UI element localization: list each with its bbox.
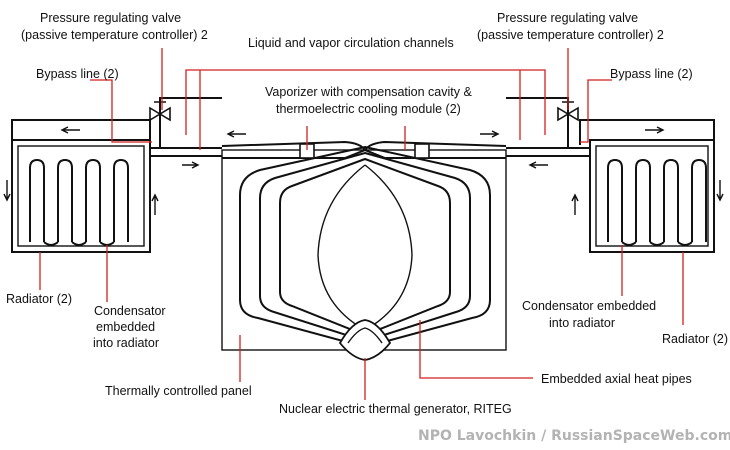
bypass-left-loop (11, 119, 151, 145)
valve-left (149, 101, 171, 122)
label-valve-left-line1: Pressure regulating valve (40, 11, 181, 25)
radiator-left-outer-frame (11, 139, 151, 253)
label-condensator-left-line3: into radiator (93, 336, 159, 350)
label-condensator-left-line2: embedded (96, 320, 155, 334)
riteg (338, 319, 392, 361)
leader-channels (185, 69, 546, 135)
arrow-right-up (571, 193, 579, 215)
arrow-bypass-right (645, 126, 665, 134)
label-channels: Liquid and vapor circulation channels (248, 36, 454, 50)
arrow-pipe-right-in (528, 161, 548, 169)
arrow-left-down (3, 180, 11, 202)
label-valve-right-line1: Pressure regulating valve (497, 11, 638, 25)
arrow-left-up (151, 193, 159, 215)
label-bypass-right: Bypass line (2) (610, 67, 693, 81)
credit-text: NPO Lavochkin / RussianSpaceWeb.com (418, 428, 730, 444)
label-valve-right-line2: (passive temperature controller) 2 (477, 28, 664, 42)
label-radiator-left: Radiator (2) (6, 292, 72, 306)
circulation-pipes-right (480, 97, 715, 169)
label-panel: Thermally controlled panel (105, 384, 252, 398)
label-radiator-right: Radiator (2) (662, 332, 728, 346)
heat-pipe-inner (279, 157, 451, 337)
label-bypass-left: Bypass line (2) (36, 67, 119, 81)
riteg-inner (347, 327, 383, 344)
label-riteg: Nuclear electric thermal generator, RITE… (279, 402, 512, 416)
embedded-axial-heat-pipes (239, 145, 491, 349)
arrow-pipe-right-out (480, 130, 500, 138)
vaporizer-right-module (414, 143, 430, 159)
valve-right-riser (506, 97, 569, 148)
heat-pipe-core-right (364, 164, 413, 331)
condensator-left-serpentine (29, 158, 129, 246)
radiator-right-inner-frame (595, 145, 709, 247)
label-condensator-right-line2: into radiator (549, 316, 615, 330)
label-vaporizer-line2: thermoelectric cooling module (2) (276, 102, 461, 116)
labels: Pressure regulating valve (passive tempe… (6, 11, 730, 444)
arrow-right-down (716, 180, 724, 202)
heat-pipe-core-left (317, 164, 366, 331)
circulation-pipes-left (11, 97, 246, 169)
label-vaporizer-line1: Vaporizer with compensation cavity & (265, 85, 472, 99)
arrow-bypass-left (60, 126, 80, 134)
leader-heat-pipes (419, 320, 533, 379)
label-condensator-right-line1: Condensator embedded (522, 299, 656, 313)
label-condensator-left-line1: Condensator (94, 304, 166, 318)
radiator-left-inner-frame (17, 145, 145, 247)
arrow-pipe-left-in (182, 161, 200, 169)
radiator-right (571, 139, 724, 253)
riteg-body (338, 319, 392, 361)
condensator-right-serpentine (607, 158, 707, 246)
radiator-left (3, 139, 159, 253)
valve-left-stem (154, 101, 166, 114)
leader-bypass-left (90, 79, 152, 143)
vaporizer-right-wing (363, 140, 507, 159)
heat-pipe-middle (259, 151, 471, 343)
valve-left-riser (159, 97, 222, 148)
leader-lines (39, 48, 684, 400)
leader-bypass-right (580, 79, 612, 143)
bypass-right-loop (579, 119, 715, 145)
radiator-right-outer-frame (589, 139, 715, 253)
label-valve-left-line2: (passive temperature controller) 2 (21, 28, 208, 42)
label-heat-pipes: Embedded axial heat pipes (541, 372, 692, 386)
vaporizer-right (363, 140, 507, 159)
arrow-pipe-left-out (226, 130, 246, 138)
